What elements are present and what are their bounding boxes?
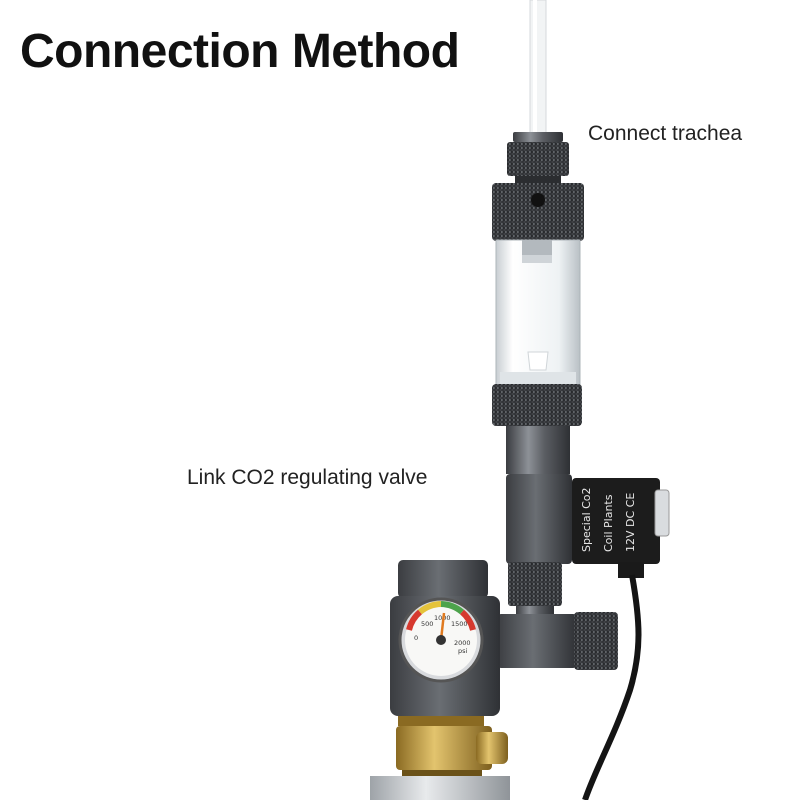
gauge-tick-2000: 2000 [454, 639, 471, 647]
gauge-unit: psi [458, 647, 468, 655]
bubble-counter [492, 132, 584, 474]
coil-text-line1: Special Co2 [580, 487, 593, 552]
regulator-stem [497, 562, 618, 670]
label-regulating-valve: Link CO2 regulating valve [187, 466, 428, 489]
pressure-gauge: 0 500 1000 1500 2000 psi [398, 597, 484, 683]
co2-regulator: 0 500 1000 1500 2000 psi [390, 560, 500, 716]
power-cable [582, 574, 642, 800]
solenoid-valve: Special Co2 Coil Plants 12V DC CE [506, 474, 670, 578]
gauge-tick-0: 0 [414, 634, 418, 642]
brass-fitting [396, 716, 508, 778]
gauge-tick-500: 500 [421, 620, 433, 628]
co2-cylinder [370, 776, 510, 800]
air-tube [529, 0, 547, 135]
page-title: Connection Method [20, 25, 460, 78]
gauge-tick-1500: 1500 [451, 620, 468, 628]
label-connect-trachea: Connect trachea [588, 122, 743, 145]
coil-text-line2: Coil Plants [602, 494, 615, 552]
coil-text-line3: 12V DC CE [624, 493, 637, 552]
